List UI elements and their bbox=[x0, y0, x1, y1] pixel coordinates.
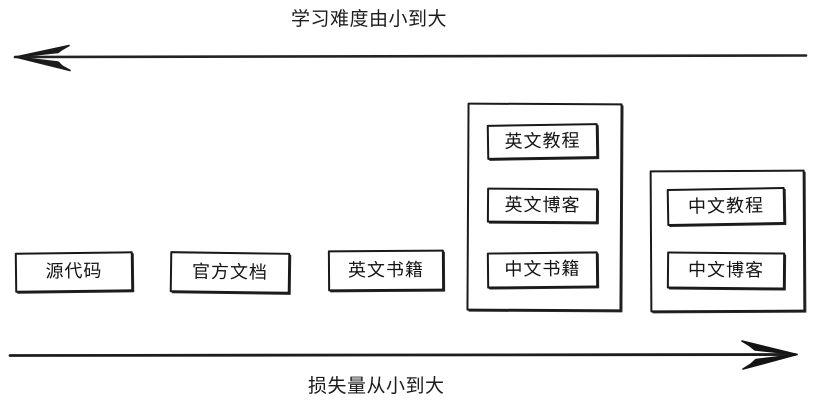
node-english-tutorial[interactable]: 英文教程 bbox=[486, 123, 599, 160]
arrow-left-icon bbox=[13, 44, 808, 72]
top-axis-label: 学习难度由小到大 bbox=[291, 8, 448, 30]
node-official-docs[interactable]: 官方文档 bbox=[169, 251, 291, 294]
node-source-code[interactable]: 源代码 bbox=[14, 251, 134, 293]
arrow-right-icon bbox=[8, 340, 798, 370]
node-chinese-books[interactable]: 中文书籍 bbox=[486, 251, 599, 289]
node-english-books[interactable]: 英文书籍 bbox=[327, 249, 445, 292]
node-label: 中文博客 bbox=[687, 259, 765, 281]
node-chinese-tutorial[interactable]: 中文教程 bbox=[666, 186, 786, 227]
node-label: 英文博客 bbox=[504, 194, 581, 216]
node-label: 中文书籍 bbox=[504, 258, 581, 281]
node-label: 源代码 bbox=[45, 260, 103, 283]
node-chinese-blog[interactable]: 中文博客 bbox=[666, 251, 786, 290]
node-label: 英文书籍 bbox=[347, 259, 425, 281]
node-label: 中文教程 bbox=[687, 194, 765, 218]
node-label: 英文教程 bbox=[504, 129, 581, 153]
node-label: 官方文档 bbox=[191, 260, 269, 284]
node-english-blog[interactable]: 英文博客 bbox=[486, 187, 599, 224]
bottom-axis-label: 损失量从小到大 bbox=[308, 375, 445, 397]
